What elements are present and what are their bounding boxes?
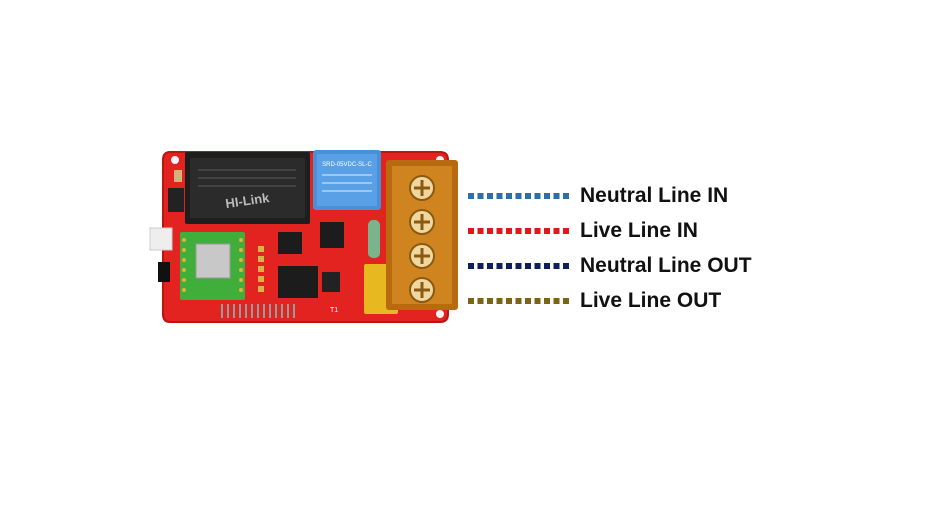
wiring-legend: Neutral Line IN Live Line IN Neutral Line … [468,178,808,318]
legend-item: Live Line OUT [468,283,808,318]
ic-chip [320,222,344,248]
legend-label: Neutral Line IN [580,183,729,207]
legend-item: Live Line IN [468,213,808,248]
spring-antenna [221,304,295,318]
resistor [368,220,380,258]
switch [158,262,170,282]
legend-dotted-line [468,192,569,199]
relay-label: SRD-05VDC-SL-C [322,162,372,168]
legend-item: Neutral Line OUT [468,248,808,283]
legend-dotted-line [468,297,569,304]
power-module-brand: HI-Link [225,190,271,211]
terminal-screws [409,175,435,303]
legend-dotted-line [468,262,569,269]
legend-label: Live Line OUT [580,288,722,312]
transistor [278,266,318,298]
mount-hole [171,156,179,164]
legend-dotted-line [468,227,569,234]
usb-connector [149,227,173,251]
power-module-top [190,158,305,218]
mount-hole [436,310,444,318]
legend-label: Neutral Line OUT [580,253,752,277]
legend-label: Live Line IN [580,218,698,242]
legend-item: Neutral Line IN [468,178,808,213]
fuse-label: T1 [330,307,338,314]
side-connector [168,188,184,212]
ic-chip [278,232,302,254]
